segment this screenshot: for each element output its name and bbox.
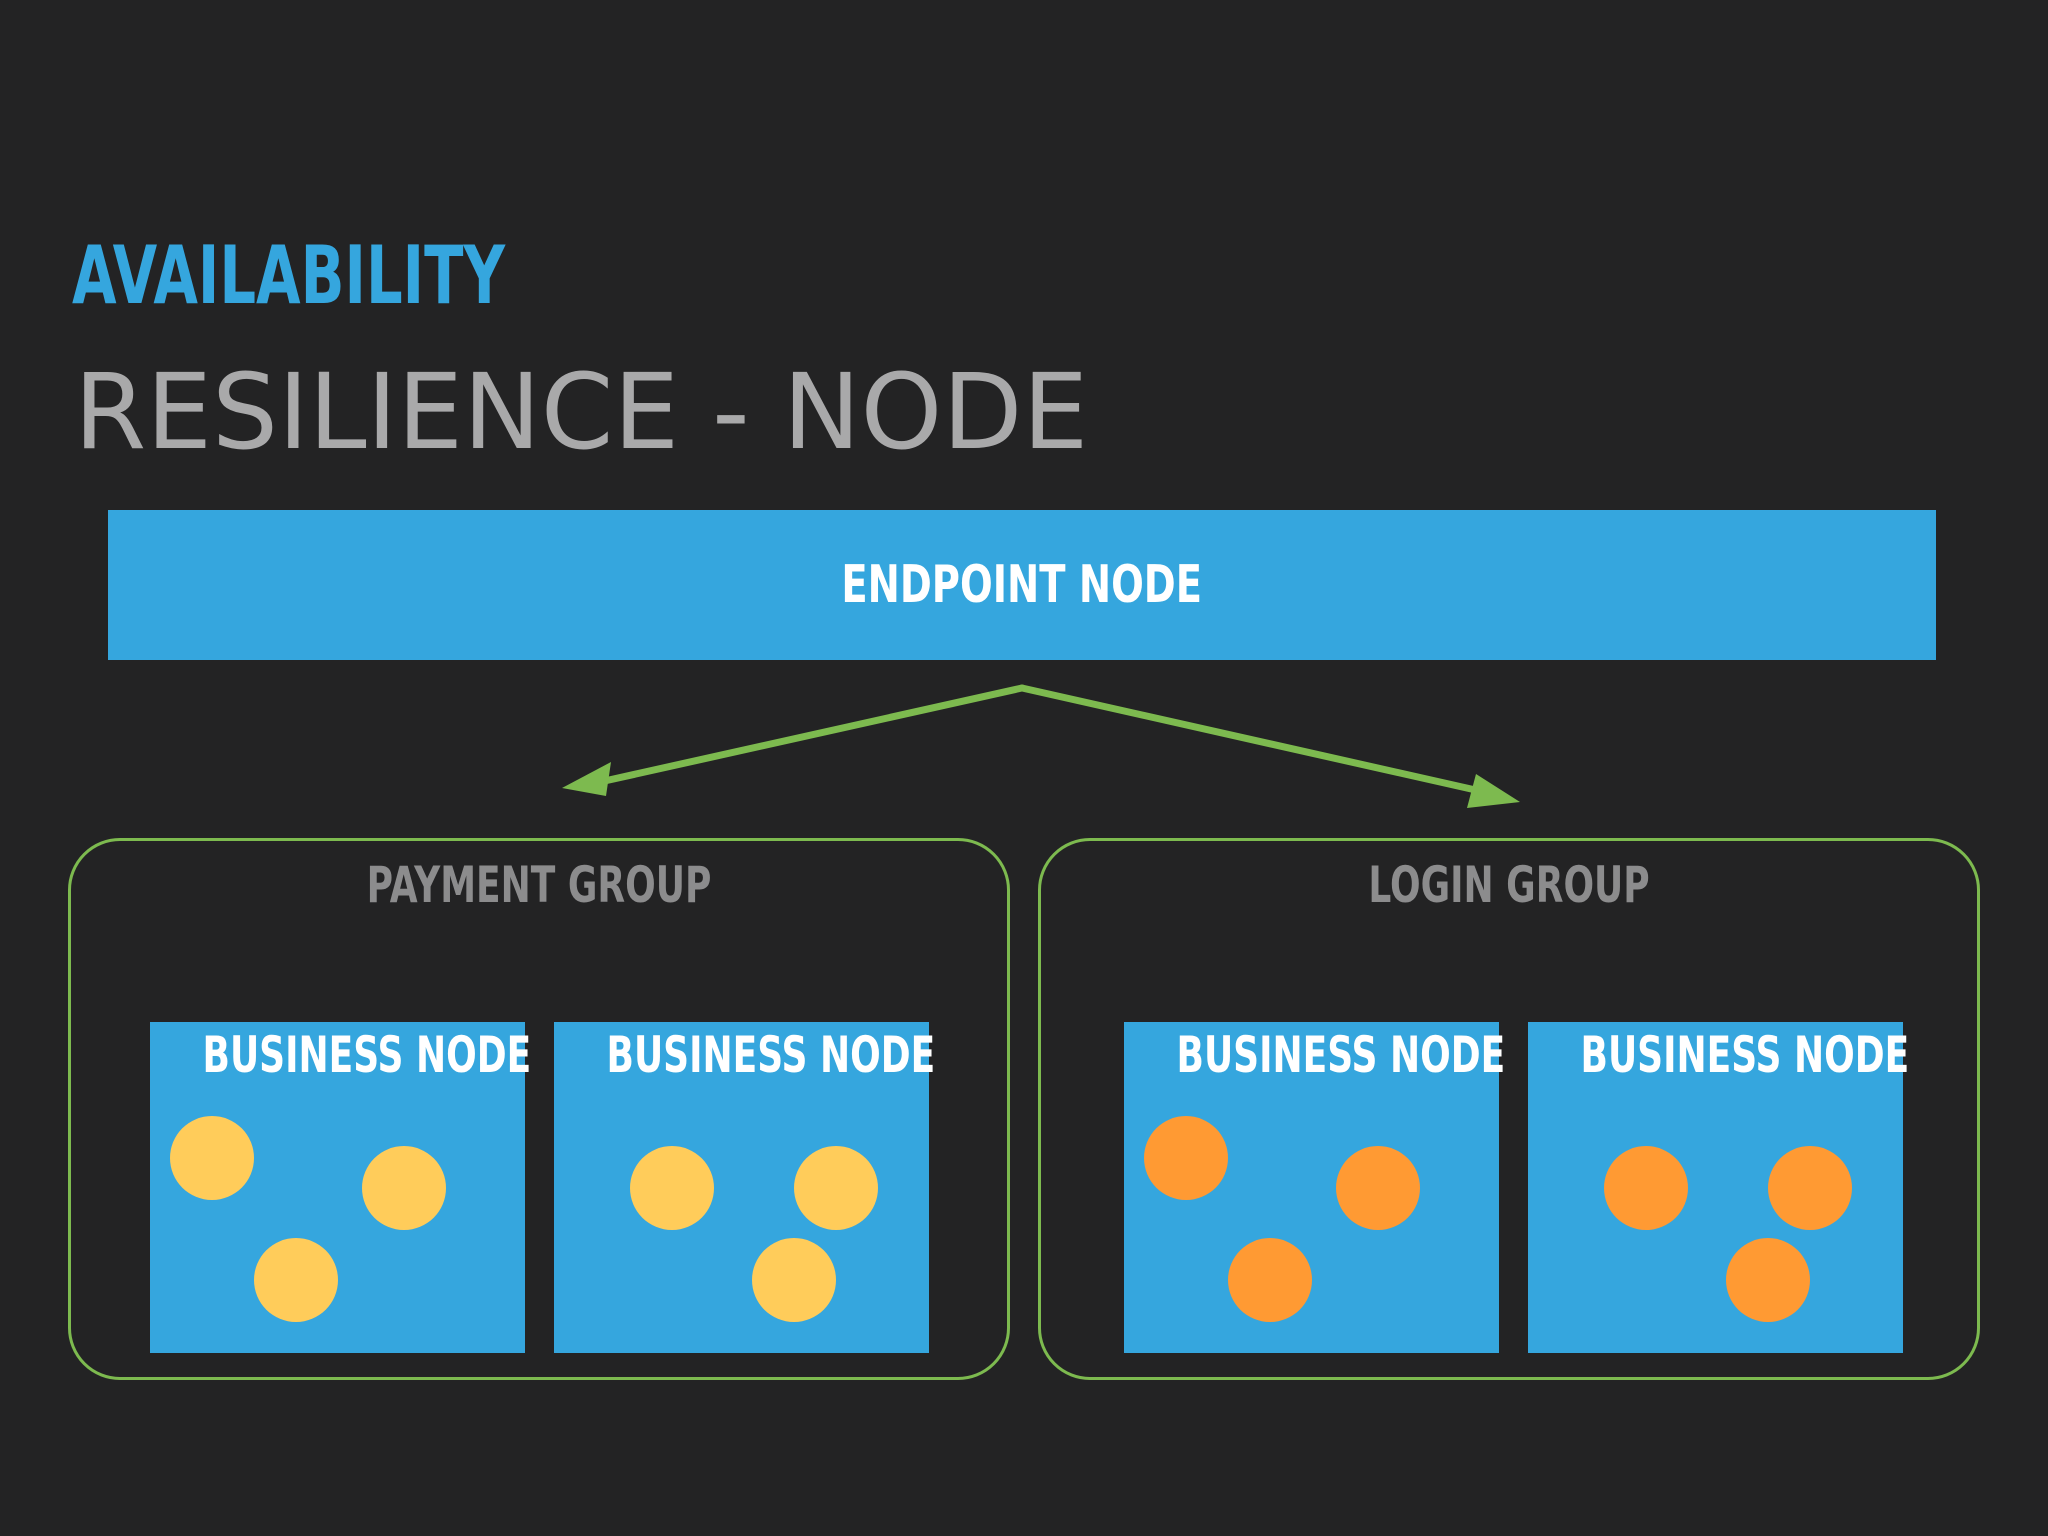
login-business-node-1: BUSINESS NODE: [1124, 1022, 1506, 1353]
payment-process-dot: [170, 1116, 254, 1200]
business-node-label: BUSINESS NODE: [1580, 1026, 1910, 1084]
endpoint-node-label: ENDPOINT NODE: [841, 555, 1203, 615]
login-group-label: LOGIN GROUP: [1368, 856, 1650, 914]
payment-process-dot: [362, 1146, 446, 1230]
payment-business-node-2: BUSINESS NODE: [554, 1022, 936, 1353]
slide-eyebrow: AVAILABILITY: [72, 229, 506, 322]
login-process-dot: [1768, 1146, 1852, 1230]
payment-process-dot: [752, 1238, 836, 1322]
payment-process-dot: [630, 1146, 714, 1230]
arrow-to-payment-group: [596, 684, 1026, 786]
arrowhead-login-icon: [1467, 774, 1520, 808]
login-process-dot: [1144, 1116, 1228, 1200]
login-process-dot: [1336, 1146, 1420, 1230]
business-node-label: BUSINESS NODE: [202, 1026, 532, 1084]
payment-group-label: PAYMENT GROUP: [366, 856, 712, 914]
login-process-dot: [1726, 1238, 1810, 1322]
payment-group: [68, 838, 1010, 1380]
arrowhead-payment-icon: [562, 762, 611, 796]
payment-process-dot: [254, 1238, 338, 1322]
arrow-to-login-group: [1018, 684, 1484, 795]
business-node-label: BUSINESS NODE: [606, 1026, 936, 1084]
slide-title: RESILIENCE - NODE: [74, 351, 1089, 473]
login-process-dot: [1228, 1238, 1312, 1322]
login-group: [1038, 838, 1980, 1380]
login-business-node-2: BUSINESS NODE: [1528, 1022, 1910, 1353]
payment-process-dot: [794, 1146, 878, 1230]
login-process-dot: [1604, 1146, 1688, 1230]
payment-business-node-1: BUSINESS NODE: [150, 1022, 532, 1353]
business-node-label: BUSINESS NODE: [1176, 1026, 1506, 1084]
endpoint-node: ENDPOINT NODE: [108, 510, 1936, 660]
